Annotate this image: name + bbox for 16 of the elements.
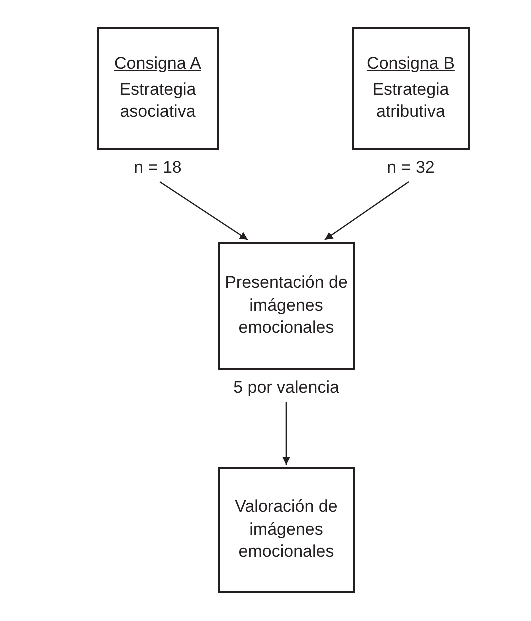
box-text: Valoración de imágenes emocionales bbox=[234, 496, 339, 564]
box-caption: n = 32 bbox=[386, 158, 436, 178]
box-heading: Consigna B bbox=[367, 52, 455, 75]
process-box bbox=[218, 242, 355, 370]
arrow bbox=[160, 181, 248, 241]
box-caption: n = 18 bbox=[133, 158, 183, 178]
box-text: Presentación de imágenes emocionales bbox=[224, 272, 349, 340]
process-box bbox=[218, 467, 355, 593]
box-heading: Consigna A bbox=[114, 52, 202, 75]
box-text: Estrategia asociativa bbox=[118, 78, 198, 124]
box-caption: 5 por valencia bbox=[232, 378, 340, 398]
process-box bbox=[352, 27, 470, 150]
box-text: Estrategia atributiva bbox=[372, 78, 450, 124]
arrow bbox=[282, 402, 290, 465]
process-box bbox=[97, 27, 219, 150]
arrow bbox=[324, 181, 410, 241]
